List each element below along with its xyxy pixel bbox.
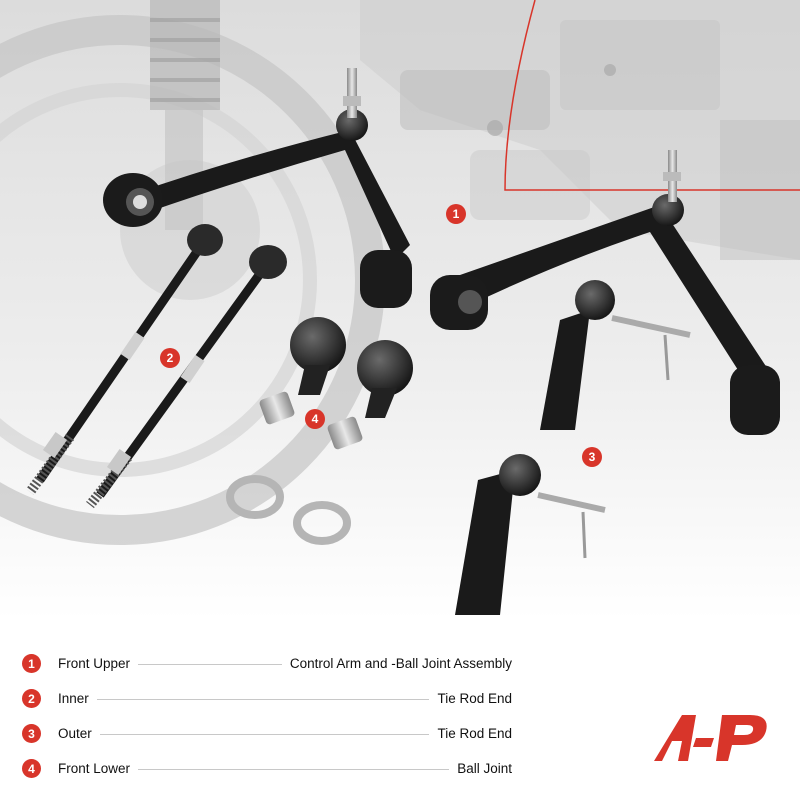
upper-control-arm-left [103, 68, 412, 308]
callout-2: 2 [160, 348, 180, 368]
leader-line [138, 769, 450, 770]
background-vehicle [0, 0, 800, 620]
leader-line [96, 699, 430, 700]
inner-tie-rod-end-1 [25, 224, 223, 495]
brand-logo-icon [654, 715, 767, 761]
legend-number-badge: 2 [22, 689, 41, 708]
retaining-rings [226, 475, 351, 545]
callout-3: 3 [582, 447, 602, 467]
legend-part-name: Control Arm and -Ball Joint Assembly [289, 656, 512, 671]
accent-curve [504, 0, 800, 191]
outer-tie-rod-end-1 [540, 280, 691, 430]
legend-part-position: Outer [58, 726, 92, 741]
callout-4: 4 [305, 409, 325, 429]
legend-number-badge: 1 [22, 654, 41, 673]
legend-part-position: Inner [58, 691, 89, 706]
leader-line [99, 734, 430, 735]
legend-part-name: Tie Rod End [437, 691, 512, 706]
legend-part-name: Tie Rod End [437, 726, 512, 741]
upper-control-arm-right [430, 150, 780, 435]
legend-row-4: 4 Front Lower Ball Joint [22, 751, 512, 786]
legend-row-3: 3 Outer Tie Rod End [22, 716, 512, 751]
legend-row-1: 1 Front Upper Control Arm and -Ball Join… [22, 646, 512, 681]
parts-legend: 1 Front Upper Control Arm and -Ball Join… [22, 646, 512, 786]
leader-line [138, 664, 282, 665]
legend-part-name: Ball Joint [457, 761, 512, 776]
legend-part-position: Front Lower [58, 761, 131, 776]
legend-row-2: 2 Inner Tie Rod End [22, 681, 512, 716]
inner-tie-rod-end-2 [86, 245, 287, 509]
lower-ball-joint-2 [327, 340, 413, 450]
lower-ball-joint-1 [259, 317, 346, 425]
callout-1: 1 [446, 204, 466, 224]
legend-number-badge: 3 [22, 724, 41, 743]
outer-tie-rod-end-2 [455, 454, 606, 615]
legend-part-position: Front Upper [58, 656, 131, 671]
legend-number-badge: 4 [22, 759, 41, 778]
product-photo [0, 0, 800, 620]
